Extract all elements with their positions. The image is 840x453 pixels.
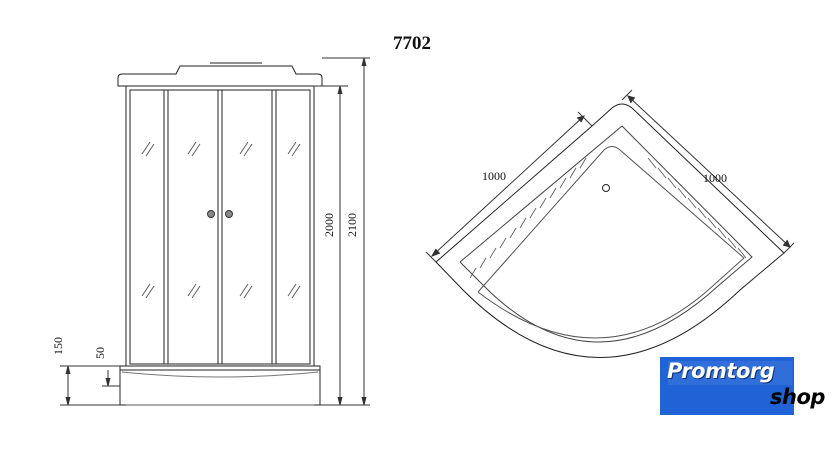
dim-line-total-height: [320, 57, 370, 406]
dim-step-height-label: 50: [93, 347, 107, 359]
model-number: 7702: [393, 33, 431, 54]
dim-tray-height-label: 150: [51, 337, 65, 355]
dim-left-side-label: 1000: [482, 169, 506, 183]
dim-line-door-height: [314, 85, 348, 406]
dim-line-left-side: [425, 111, 593, 263]
dim-right-side-label: 1000: [703, 171, 727, 185]
promtorg-shop-logo: Promtorg shop: [660, 357, 828, 415]
front-view-cabin: [117, 62, 323, 406]
dim-line-tray-height: [60, 365, 120, 406]
dim-total-height-label: 2100: [345, 213, 359, 237]
dim-line-step-height: [102, 370, 120, 387]
logo-sub-text: shop: [770, 385, 825, 409]
top-view-wall-hatching: [469, 157, 747, 279]
glass-reflection-marks: [141, 141, 301, 299]
logo-brand-text: Promtorg: [667, 359, 775, 383]
top-view-cabin: [435, 103, 785, 358]
logo-background: [660, 357, 794, 415]
dim-line-right-side: [621, 89, 795, 254]
dim-door-height-label: 2000: [322, 213, 336, 237]
door-handles: [207, 210, 233, 218]
